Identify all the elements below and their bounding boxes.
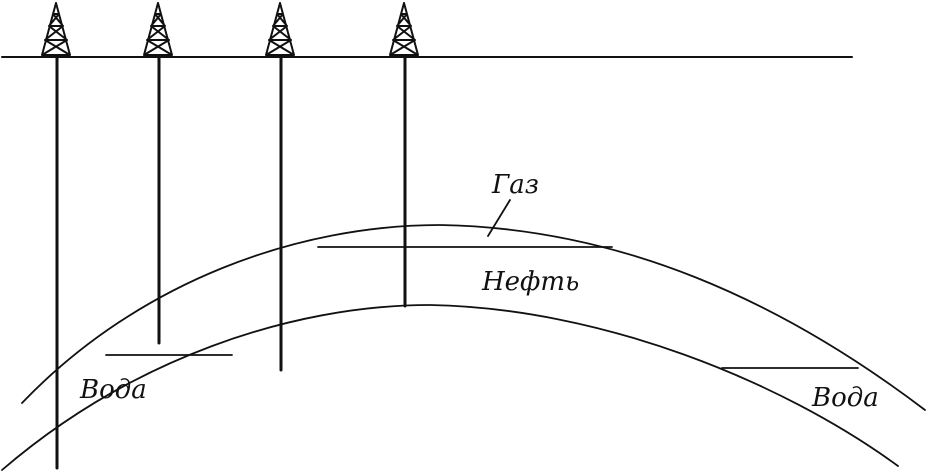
- reservoir-bottom-boundary: [1, 304, 899, 471]
- drilling-rig-2: [143, 2, 173, 56]
- derrick-icon: [41, 2, 71, 56]
- water-label-right: Вода: [811, 383, 879, 413]
- reservoir-top-boundary: [21, 224, 926, 411]
- drilling-rig-1: [41, 2, 71, 56]
- oil-label: Нефть: [481, 267, 579, 297]
- gas-label: Газ: [491, 170, 539, 200]
- water-label-left: Вода: [79, 375, 147, 405]
- drilling-rig-4: [389, 2, 419, 56]
- drilling-rig-3: [265, 2, 295, 56]
- derrick-icon: [265, 2, 295, 56]
- derrick-icon: [143, 2, 173, 56]
- derrick-icon: [389, 2, 419, 56]
- gas-label-leader: [487, 199, 511, 237]
